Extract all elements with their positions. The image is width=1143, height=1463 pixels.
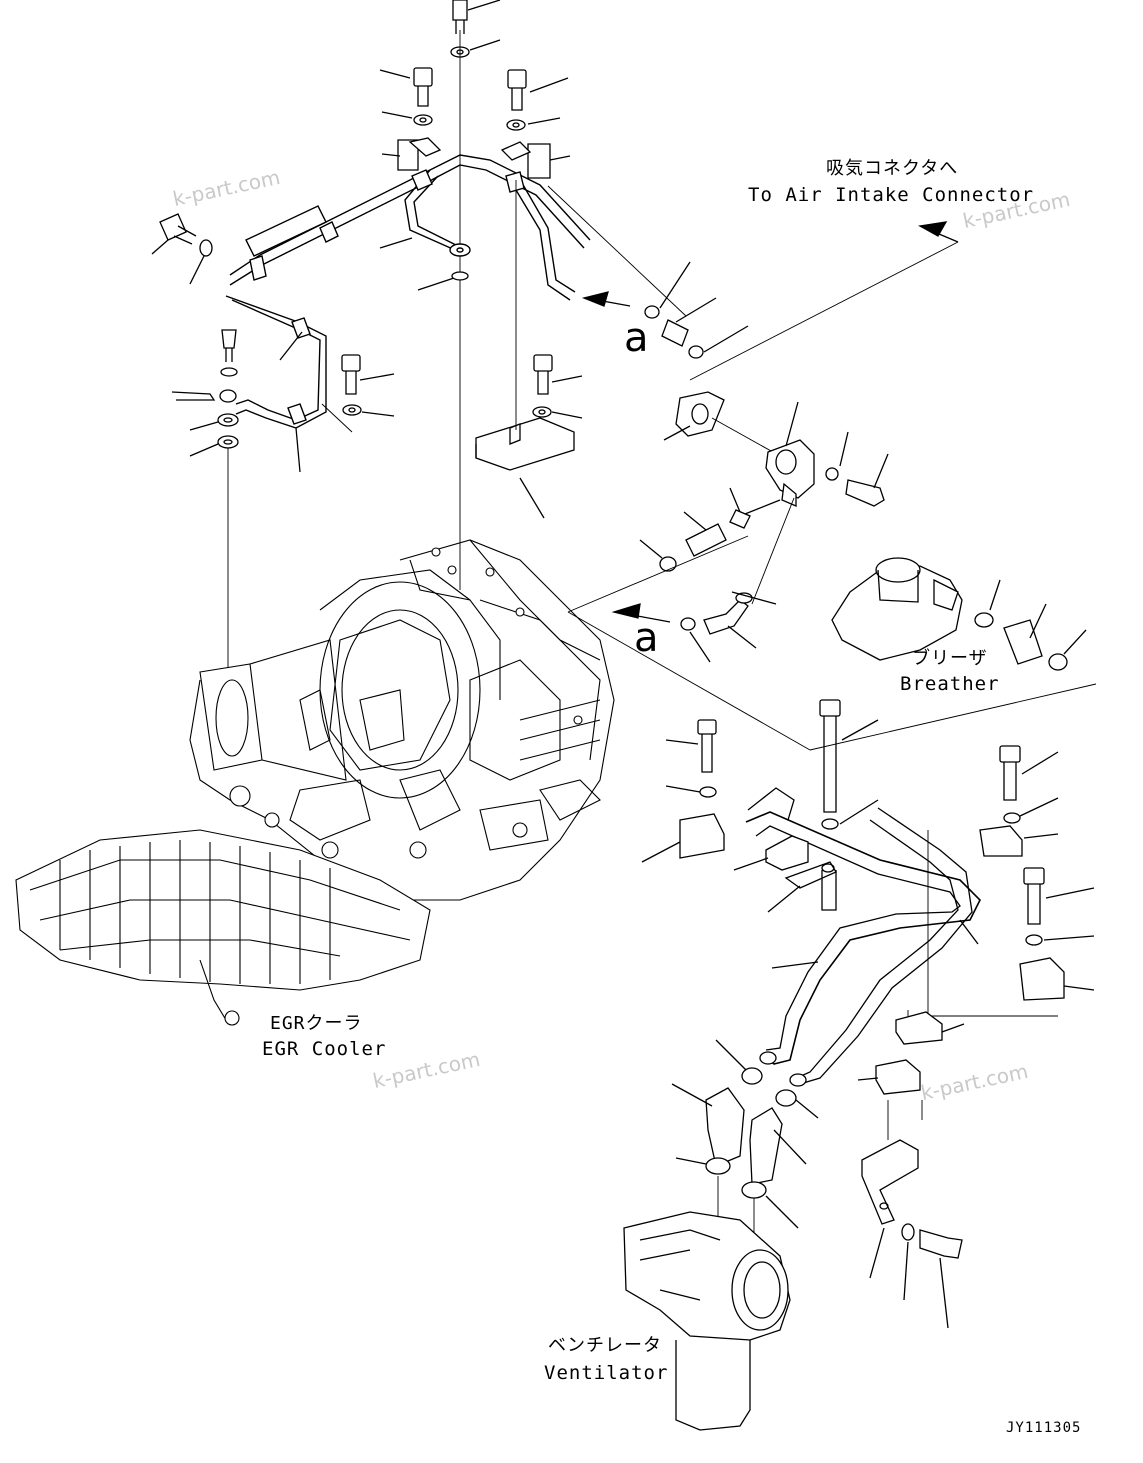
reference-mark-a-upper: a: [624, 315, 649, 361]
breather-label-en: Breather: [900, 673, 1000, 695]
engine-block: [190, 540, 614, 900]
drawing-code: JY111305: [1006, 1420, 1082, 1436]
air-intake-label-jp: 吸気コネクタへ: [826, 158, 959, 179]
egr-cooler-label-en: EGR Cooler: [262, 1038, 387, 1060]
air-intake-connector-group: [548, 186, 1096, 750]
left-small-bolt-stack: [172, 330, 238, 760]
top-bolt-assembly: [451, 0, 500, 590]
ventilator-body: [624, 1212, 790, 1430]
upper-left-leaders: [152, 214, 468, 472]
center-bracket-group: [322, 180, 582, 518]
egr-cooler-label-jp: EGRクーラ: [270, 1013, 363, 1034]
egr-cooler: [16, 830, 430, 1025]
ventilator-label-en: Ventilator: [544, 1362, 669, 1384]
breather-label-jp: ブリーザ: [912, 648, 988, 669]
ventilator-label-jp: ベンチレータ: [548, 1335, 662, 1356]
breather-group: [832, 558, 1086, 670]
reference-mark-a-lower: a: [634, 615, 659, 661]
upper-breather-tubes: [226, 155, 590, 428]
upper-right-clamp-group: [502, 70, 570, 178]
ventilator-hoses: [672, 1040, 818, 1250]
air-intake-label-en: To Air Intake Connector: [748, 184, 1035, 206]
lower-pipe-assembly: [642, 700, 1094, 1328]
upper-left-clamp-group: [380, 68, 440, 170]
